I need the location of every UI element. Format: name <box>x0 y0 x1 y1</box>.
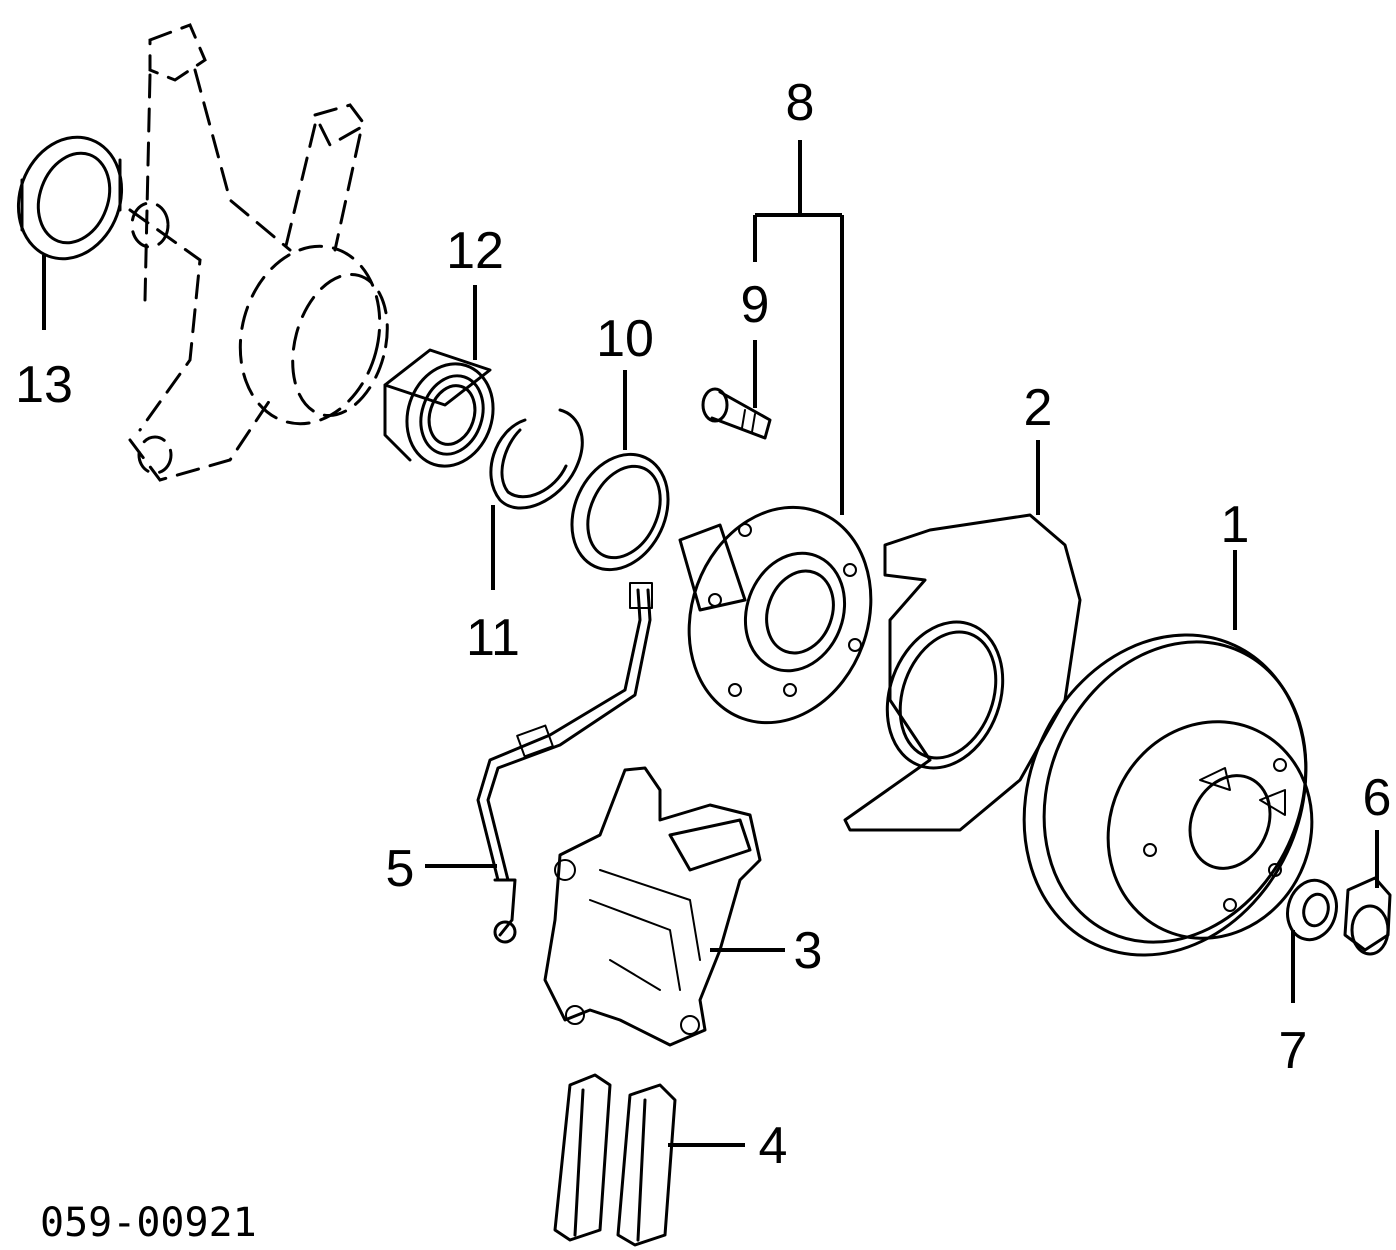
part-13-seal <box>16 135 124 261</box>
callout-3: 3 <box>794 922 823 980</box>
callout-9: 9 <box>741 276 770 334</box>
callout-4: 4 <box>759 1117 788 1175</box>
callout-11: 11 <box>466 609 520 667</box>
callout-1: 1 <box>1221 496 1250 554</box>
steering-knuckle <box>128 23 389 482</box>
callout-5: 5 <box>386 840 415 898</box>
callout-12: 12 <box>446 222 504 280</box>
callout-2: 2 <box>1024 379 1053 437</box>
part-8-hub <box>678 505 873 725</box>
part-6-nut <box>1343 876 1392 956</box>
callout-10: 10 <box>596 310 654 368</box>
callout-8: 8 <box>786 74 815 132</box>
callout-13: 13 <box>15 356 73 414</box>
part-4-brake-pads <box>553 1073 677 1247</box>
diagram-code: 059-00921 <box>40 1200 257 1246</box>
part-7-washer <box>1286 878 1338 942</box>
part-1-brake-disc <box>1022 633 1314 957</box>
part-3-caliper <box>543 766 762 1047</box>
part-5-brake-hose <box>476 582 653 944</box>
part-10-ring <box>570 452 670 572</box>
part-2-dust-shield <box>843 513 1082 832</box>
callout-7: 7 <box>1279 1022 1308 1080</box>
part-12-bearing <box>383 348 495 468</box>
part-11-snap-ring <box>489 408 584 510</box>
callout-6: 6 <box>1363 769 1392 827</box>
leader-lines <box>42 140 1379 1147</box>
part-9-bolt <box>701 387 772 440</box>
callout-labels: 1 2 3 4 5 6 7 8 9 10 11 12 13 <box>15 74 1391 1175</box>
